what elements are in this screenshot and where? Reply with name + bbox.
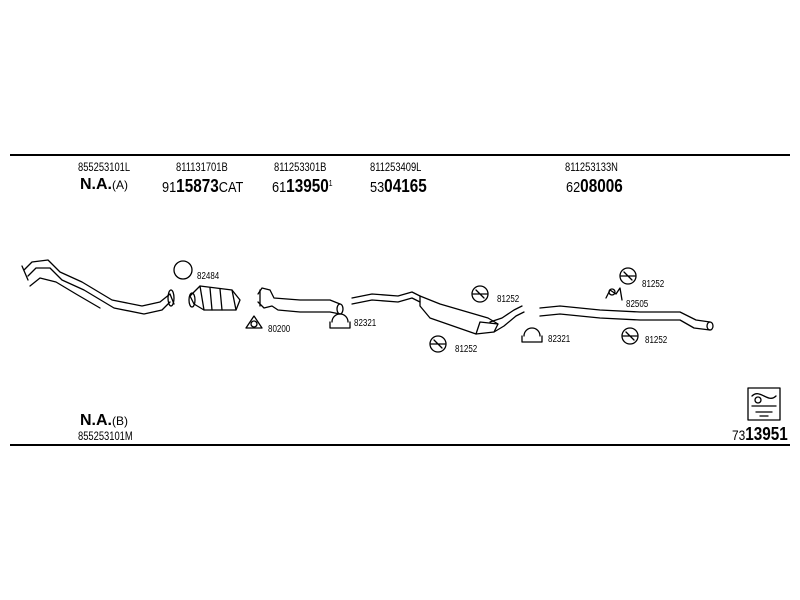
part-label: 81252 (455, 344, 478, 355)
ring-gasket (173, 260, 193, 280)
flange-gasket (245, 315, 263, 329)
hanger-bracket (605, 287, 623, 301)
order-code: 5304165 (370, 176, 427, 196)
rubber-mount (429, 335, 447, 353)
part-label: 82505 (626, 299, 649, 310)
info-box-icon (747, 387, 781, 421)
part-label: 82321 (354, 318, 377, 329)
rear-pipe (539, 305, 714, 331)
order-code: 9115873CAT (162, 176, 244, 196)
part-label: 81252 (645, 335, 668, 346)
order-code: 6208006 (566, 176, 623, 196)
part-label: 80200 (268, 324, 291, 335)
footer-part-number: 855253101M (78, 429, 133, 443)
rubber-mount (471, 285, 489, 303)
part-label: 81252 (642, 279, 665, 290)
na-code-b: N.A.(B) (80, 412, 128, 429)
rubber-mount (621, 327, 639, 345)
order-code: 61139501 (272, 176, 333, 196)
part-label: 82484 (197, 271, 220, 282)
part-number: 811253301B (274, 160, 327, 174)
rubber-mount (619, 267, 637, 285)
part-label: 82321 (548, 334, 571, 345)
clamp (521, 327, 543, 343)
intermediate-pipe (257, 287, 344, 315)
clamp (329, 313, 351, 329)
catalytic-converter (188, 285, 241, 311)
kit-order-code: 7313951 (732, 424, 788, 444)
front-pipe (21, 259, 175, 315)
centre-silencer (351, 291, 525, 335)
part-number: 811253133N (565, 160, 618, 174)
top-rule (10, 154, 790, 156)
na-code-a: N.A.(A) (80, 176, 128, 193)
part-number: 811253409L (370, 160, 422, 174)
part-label: 81252 (497, 294, 520, 305)
part-number: 811131701B (176, 160, 228, 174)
part-number: 855253101L (78, 160, 131, 174)
bottom-rule (10, 444, 790, 446)
